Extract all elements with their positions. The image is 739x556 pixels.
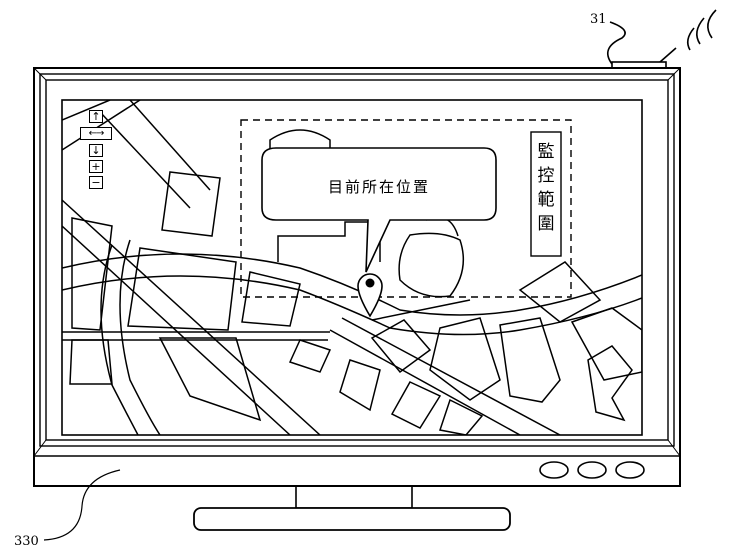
location-pin-icon bbox=[357, 273, 383, 318]
zoom-out-button[interactable]: − bbox=[89, 176, 103, 189]
monitor bbox=[33, 67, 681, 531]
control-button bbox=[577, 461, 607, 479]
zoom-in-button[interactable]: + bbox=[89, 160, 103, 173]
leader-line-330 bbox=[43, 469, 121, 541]
monitor-range-box bbox=[240, 119, 572, 298]
ref-label-31: 31 bbox=[590, 12, 607, 27]
wave-icon bbox=[707, 9, 717, 39]
pan-down-button[interactable]: ↓ bbox=[89, 144, 103, 157]
pan-up-button[interactable]: ↑ bbox=[89, 110, 103, 123]
map-area bbox=[62, 100, 642, 435]
monitor-range-label: 監控範圍 bbox=[537, 142, 555, 234]
pan-left-right-button[interactable]: ←→ bbox=[80, 127, 112, 140]
control-button bbox=[615, 461, 645, 479]
control-button bbox=[539, 461, 569, 479]
speech-bubble bbox=[261, 147, 497, 273]
wave-icon bbox=[686, 27, 695, 51]
ref-label-330: 330 bbox=[14, 534, 39, 549]
wave-icon bbox=[696, 17, 705, 45]
wireless-transmitter bbox=[606, 9, 717, 75]
current-location-label: 目前所在位置 bbox=[327, 178, 430, 196]
monitor-label-box bbox=[530, 131, 562, 257]
